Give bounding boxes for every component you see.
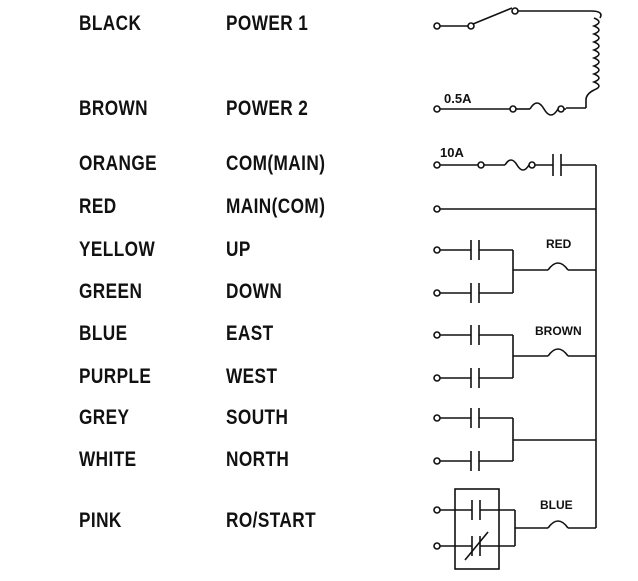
wire-color-brown: BROWN: [79, 97, 149, 120]
terminal-yellow: [433, 246, 441, 254]
wire-function-green: DOWN: [226, 280, 283, 303]
wire-color-green: GREEN: [79, 280, 143, 303]
com-circuit: [433, 154, 596, 176]
wire-color-black: BLACK: [79, 12, 142, 35]
wire-color-orange: ORANGE: [79, 152, 158, 175]
motor-winding-icon: [547, 520, 569, 529]
start-relay-box: [454, 488, 500, 570]
wire-color-purple: PURPLE: [79, 365, 152, 388]
wire-function-brown: POWER 2: [226, 97, 309, 120]
wire-function-black: POWER 1: [226, 12, 309, 35]
terminal-red: [433, 205, 441, 213]
wire-color-pink: PINK: [79, 509, 122, 532]
wire-color-white: WHITE: [79, 448, 137, 471]
wire-color-blue: BLUE: [79, 322, 128, 345]
power1-circuit: [433, 7, 602, 109]
terminal-grey: [433, 414, 441, 422]
wire-function-blue: EAST: [226, 322, 274, 345]
wire-function-grey: SOUTH: [226, 406, 289, 429]
switch-contact-icon: [467, 22, 475, 30]
wire-color-red: RED: [79, 195, 117, 218]
up-down-circuit: [433, 240, 596, 303]
motor-label-blue: BLUE: [540, 498, 573, 512]
terminal-blue: [433, 331, 441, 339]
power2-circuit: [433, 102, 566, 116]
wire-function-pink: RO/START: [226, 509, 317, 532]
wire-function-red: MAIN(COM): [226, 195, 326, 218]
motor-winding-icon: [547, 348, 569, 357]
terminal-pink: [433, 506, 441, 514]
wire-function-purple: WEST: [226, 365, 278, 388]
main-circuit: [433, 205, 596, 213]
wire-function-orange: COM(MAIN): [226, 152, 326, 175]
east-west-circuit: [433, 325, 596, 388]
terminal-black: [433, 22, 441, 30]
wire-function-white: NORTH: [226, 448, 290, 471]
terminal-green: [433, 289, 441, 297]
motor-label-red: RED: [546, 237, 572, 251]
start-circuit: [433, 488, 596, 570]
south-north-circuit: [433, 408, 596, 471]
motor-label-brown: BROWN: [535, 324, 582, 338]
motor-winding-icon: [547, 262, 569, 271]
fuse-label-small: 0.5A: [444, 91, 472, 106]
fuse-label-large: 10A: [440, 145, 464, 160]
terminal-purple: [433, 374, 441, 382]
coil-icon: [591, 17, 600, 91]
wire-color-yellow: YELLOW: [79, 238, 156, 261]
terminal-white: [433, 457, 441, 465]
switch-blade: [472, 7, 513, 25]
terminal-orange: [433, 161, 441, 169]
wire-function-yellow: UP: [226, 238, 251, 261]
wire-color-grey: GREY: [79, 406, 130, 429]
fuse-icon: [504, 159, 530, 171]
fuse-icon: [529, 102, 559, 116]
terminal-brown: [433, 105, 441, 113]
